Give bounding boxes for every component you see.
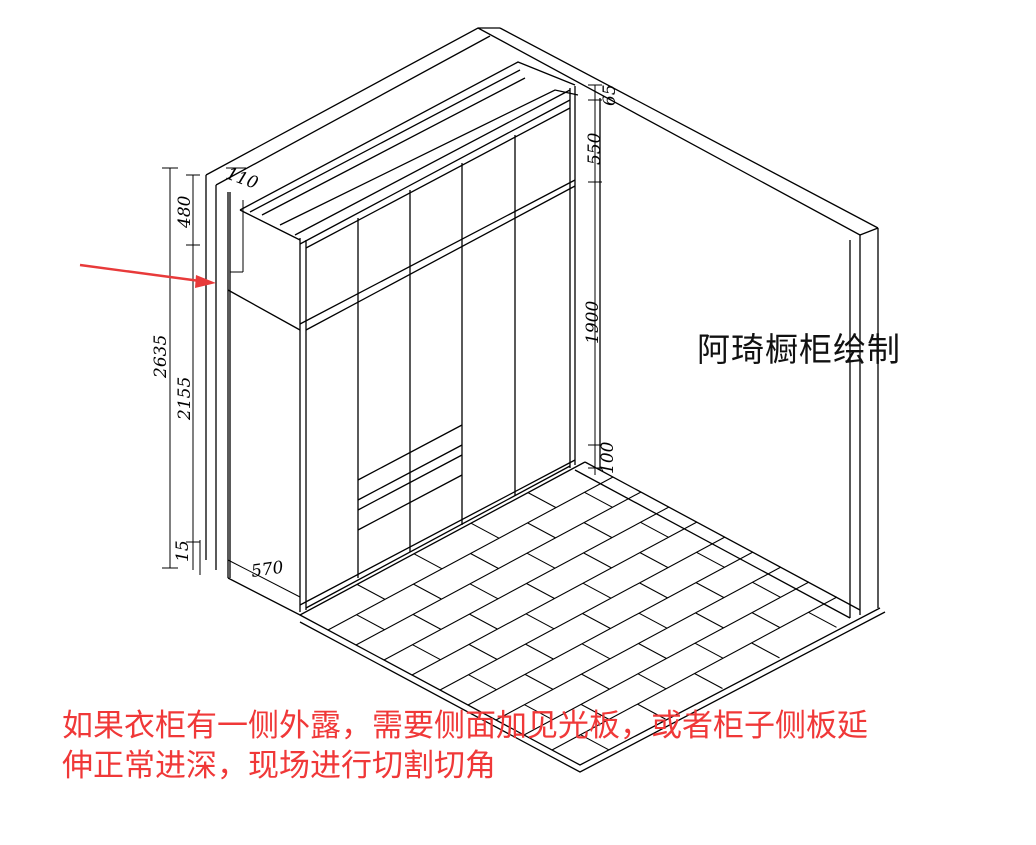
floor-tile-joint — [525, 613, 555, 630]
dim-top-gap: 65 — [600, 84, 620, 106]
wardrobe — [227, 61, 579, 612]
floor-tile-joint — [751, 612, 781, 629]
floor-tile-joint — [526, 552, 556, 569]
floor-tile-joint — [527, 492, 557, 509]
pointer-arrow — [79, 263, 216, 288]
annotation-note: 如果衣柜有一侧外露，需要侧面加见光板，或者柜子侧板延 伸正常进深，现场进行切割切… — [62, 706, 1022, 786]
floor-tile-joint — [413, 553, 443, 570]
floor-tile-joint — [580, 703, 610, 720]
floor-tile-joint — [527, 522, 556, 539]
floor-tile-joint — [583, 552, 612, 569]
dim-base-height: 100 — [598, 441, 618, 474]
floor-tile-joint — [752, 581, 781, 598]
watermark-label: 阿琦橱柜绘制 — [697, 330, 901, 369]
floor-tiles — [327, 476, 838, 751]
floor-tile-joint — [412, 613, 442, 630]
annotation-note-line2: 伸正常进深，现场进行切割切角 — [62, 748, 496, 784]
floor-tile-joint — [581, 673, 610, 690]
floor-tile-joint — [584, 491, 613, 508]
floor-tile-joint — [639, 582, 668, 599]
dimension-lines — [162, 84, 602, 598]
dim-side-bottom: 15 — [173, 540, 193, 562]
dim-main-cabinet-height: 1900 — [583, 301, 603, 344]
floor-tile-joint — [694, 673, 723, 689]
dim-lower-height: 2155 — [175, 377, 195, 421]
floor-tile-joint — [524, 704, 553, 721]
dim-depth: 570 — [250, 558, 285, 582]
floor-tile-joint — [470, 553, 499, 569]
floor-tile-joint — [751, 642, 780, 659]
dim-total-height: 2635 — [151, 335, 171, 379]
floor-tile-joint — [356, 583, 386, 600]
floor-tile-joint — [583, 522, 613, 539]
floor-tile-joint — [526, 583, 555, 599]
floor-tile-joint — [468, 674, 497, 691]
floor-tile-joint — [639, 552, 669, 569]
floor-tile-joint — [524, 673, 554, 690]
floor-tile-joint — [468, 643, 498, 660]
floor-tile-joint — [695, 612, 724, 629]
floor-tile-joint — [412, 644, 441, 661]
floor-tile-joint — [638, 643, 667, 659]
floor-tile-joint — [582, 613, 611, 629]
floor-tile-joint — [695, 582, 725, 599]
annotation-note-line1: 如果衣柜有一侧外露，需要侧面加见光板，或者柜子侧板延 — [62, 708, 868, 744]
floor-tile-joint — [356, 614, 385, 631]
floor-tile-joint — [637, 673, 667, 690]
floor-tile-joint — [637, 703, 666, 720]
floor-tile-joint — [469, 613, 498, 630]
floor-tile-joint — [525, 643, 554, 660]
floor-tile-joint — [808, 611, 837, 628]
floor-tile-joint — [696, 551, 725, 568]
dim-top-cabinet-height: 550 — [585, 132, 605, 165]
dim-side-panel-width: 110 — [223, 164, 261, 194]
floor-tile-joint — [469, 583, 499, 600]
floor-tile-joint — [581, 643, 611, 660]
dim-side-top-section: 480 — [175, 195, 195, 229]
floor-tile-joint — [580, 734, 609, 751]
floor-tile-joint — [413, 583, 442, 600]
floor-tile-joint — [640, 521, 669, 538]
floor-tile-joint — [470, 522, 500, 539]
floor-tile-joint — [638, 612, 668, 629]
floor-tile-joint — [694, 642, 724, 659]
floor-tile-joint — [582, 582, 612, 599]
dimension-labels: 65 550 1900 100 480 110 2635 2155 15 570 — [151, 84, 620, 582]
